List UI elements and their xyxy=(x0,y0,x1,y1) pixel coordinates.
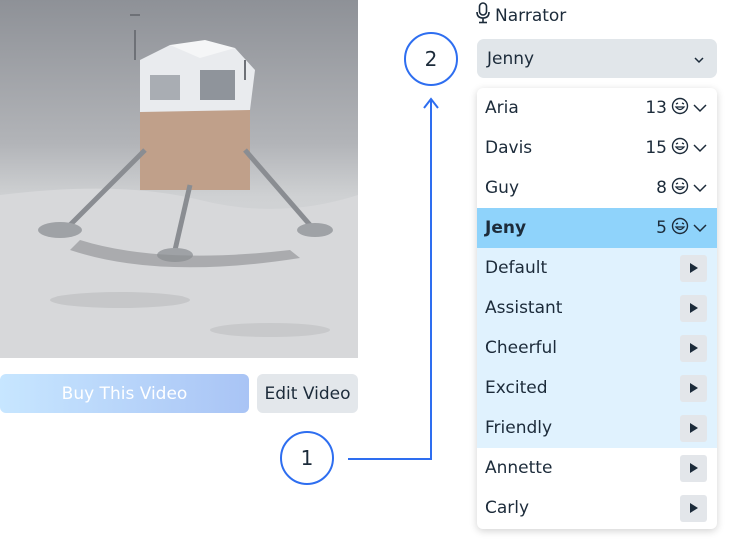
chevron-down-icon xyxy=(693,49,705,69)
laughing-face-icon xyxy=(671,217,689,240)
play-icon[interactable] xyxy=(680,374,707,402)
lunar-module-image xyxy=(0,14,358,358)
play-icon[interactable] xyxy=(680,454,707,482)
narrator-label: Narrator xyxy=(475,2,566,29)
narrator-label-text: Narrator xyxy=(495,5,567,26)
play-icon[interactable] xyxy=(680,254,707,282)
style-name: Friendly xyxy=(485,418,553,438)
video-preview[interactable] xyxy=(0,0,358,358)
buy-video-button[interactable]: Buy This Video xyxy=(0,374,249,413)
edit-video-button[interactable]: Edit Video xyxy=(257,374,358,413)
voice-name: Carly xyxy=(485,498,530,518)
callout-two: 2 xyxy=(404,32,458,86)
style-row-default[interactable]: Default xyxy=(477,248,717,288)
style-row-assistant[interactable]: Assistant xyxy=(477,288,717,328)
chevron-down-icon[interactable] xyxy=(693,178,707,198)
narrator-selected-value: Jenny xyxy=(487,48,535,69)
play-icon[interactable] xyxy=(680,334,707,362)
style-row-excited[interactable]: Excited xyxy=(477,368,717,408)
chevron-down-icon[interactable] xyxy=(693,98,707,118)
voice-name: Guy xyxy=(485,178,520,198)
style-name: Default xyxy=(485,258,548,278)
voice-name: Davis xyxy=(485,138,533,158)
voice-row-guy[interactable]: Guy 8 xyxy=(477,168,717,208)
voice-row-carly[interactable]: Carly xyxy=(477,488,717,528)
play-icon[interactable] xyxy=(680,494,707,522)
microphone-icon xyxy=(475,2,491,29)
voice-row-aria[interactable]: Aria 13 xyxy=(477,88,717,128)
chevron-down-icon[interactable] xyxy=(693,138,707,158)
voice-row-davis[interactable]: Davis 15 xyxy=(477,128,717,168)
voice-name: Annette xyxy=(485,458,553,478)
voice-dropdown[interactable]: Aria 13 Davis 15 Guy 8 Jeny 5 Default xyxy=(477,88,717,529)
laughing-face-icon xyxy=(671,177,689,200)
narrator-select[interactable]: Jenny xyxy=(477,39,717,78)
play-icon[interactable] xyxy=(680,414,707,442)
laughing-face-icon xyxy=(671,97,689,120)
chevron-down-icon[interactable] xyxy=(693,218,707,238)
voice-name: Aria xyxy=(485,98,519,118)
voice-row-annette[interactable]: Annette xyxy=(477,448,717,488)
voice-name: Jeny xyxy=(485,218,527,238)
voice-style-count: 13 xyxy=(645,98,667,118)
style-row-friendly[interactable]: Friendly xyxy=(477,408,717,448)
style-name: Excited xyxy=(485,378,548,398)
style-name: Cheerful xyxy=(485,338,558,358)
voice-style-count: 8 xyxy=(656,178,667,198)
voice-style-count: 5 xyxy=(656,218,667,238)
laughing-face-icon xyxy=(671,137,689,160)
play-icon[interactable] xyxy=(680,294,707,322)
style-name: Assistant xyxy=(485,298,563,318)
style-row-cheerful[interactable]: Cheerful xyxy=(477,328,717,368)
callout-one: 1 xyxy=(280,431,334,485)
voice-row-jeny[interactable]: Jeny 5 xyxy=(477,208,717,248)
voice-style-count: 15 xyxy=(645,138,667,158)
